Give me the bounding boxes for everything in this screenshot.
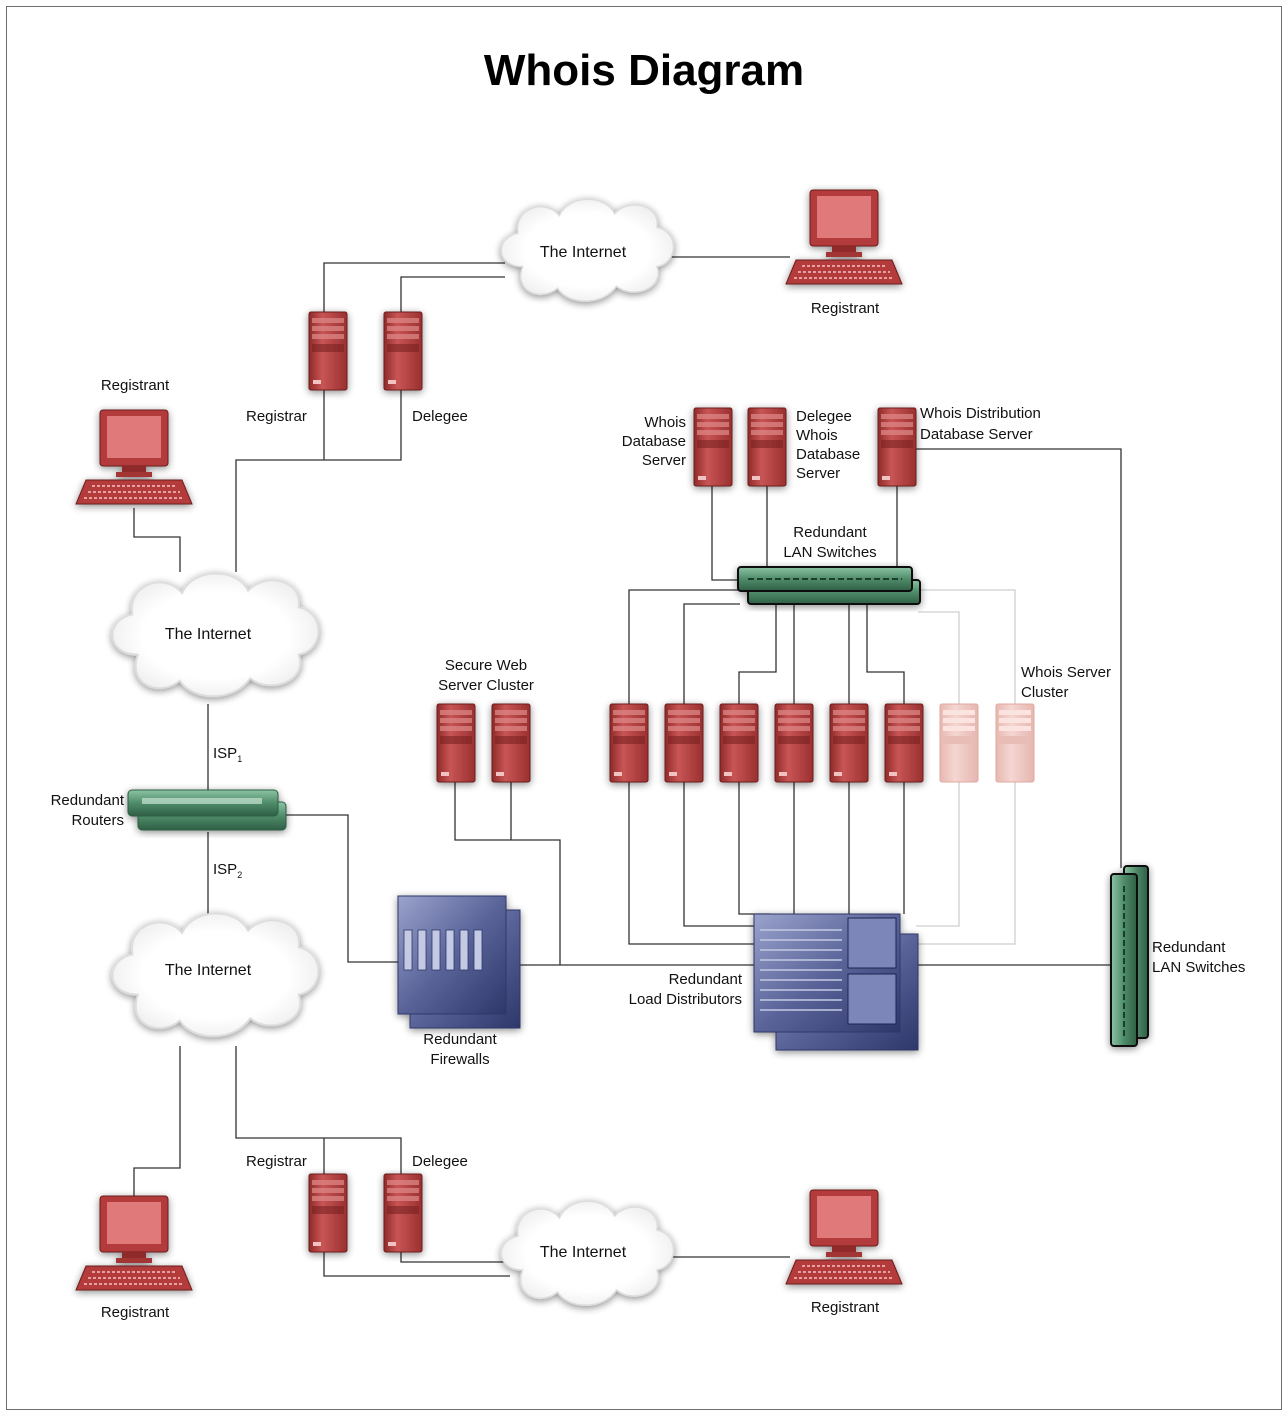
server-icon <box>829 703 869 783</box>
load-distributor-icon <box>753 913 919 1051</box>
server-icon <box>491 703 531 783</box>
server-icon <box>383 1173 423 1253</box>
whois-server-cluster-label: Whois Server Cluster <box>1021 664 1112 701</box>
internet-label: The Internet <box>164 962 252 979</box>
server-icon <box>308 311 348 391</box>
server-icon <box>693 407 733 487</box>
computer-icon <box>75 1195 193 1291</box>
internet-label: The Internet <box>539 1244 627 1261</box>
firewall-icon <box>397 895 521 1029</box>
isp2-label: ISP2 <box>213 861 243 880</box>
lan-switches-label: Redundant LAN Switches <box>783 524 877 561</box>
server-icon <box>664 703 704 783</box>
registrar-label: Registrar <box>246 1153 307 1170</box>
computer-icon <box>785 189 903 285</box>
routers-label: Redundant Routers <box>50 792 124 829</box>
computer-icon <box>785 1189 903 1285</box>
server-icon <box>609 703 649 783</box>
server-icon <box>877 407 917 487</box>
diagram-title: Whois Diagram <box>483 46 805 95</box>
load-distributors-label: Redundant Load Distributors <box>628 971 742 1008</box>
server-icon <box>747 407 787 487</box>
delegee-label: Delegee <box>412 1153 468 1170</box>
router-icon <box>127 789 287 831</box>
server-icon <box>383 311 423 391</box>
delegee-label: Delegee <box>412 408 468 425</box>
registrant-label: Registrant <box>100 377 170 394</box>
switch-icon <box>737 566 921 605</box>
whois-distribution-db-label: Whois Distribution Database Server <box>920 405 1041 443</box>
connection-lines <box>133 256 1122 1277</box>
registrant-label: Registrant <box>810 300 880 317</box>
delegee-whois-db-server-label: Delegee Whois Database Server <box>796 408 861 482</box>
server-icon <box>308 1173 348 1253</box>
server-icon <box>436 703 476 783</box>
server-icon <box>939 703 979 783</box>
firewalls-label: Redundant Firewalls <box>423 1031 497 1068</box>
whois-db-server-label: Whois Database Server <box>621 414 686 469</box>
server-icon <box>995 703 1035 783</box>
secure-web-cluster-label: Secure Web Server Cluster <box>438 657 534 694</box>
server-icon <box>774 703 814 783</box>
internet-label: The Internet <box>164 626 252 643</box>
switch-icon <box>1110 865 1149 1047</box>
internet-label: The Internet <box>539 244 627 261</box>
server-icon <box>719 703 759 783</box>
server-icon <box>884 703 924 783</box>
lan-switches-label: Redundant LAN Switches <box>1152 939 1246 976</box>
faded-connection-lines <box>916 589 1016 945</box>
registrar-label: Registrar <box>246 408 307 425</box>
isp1-label: ISP1 <box>213 745 243 764</box>
computer-icon <box>75 409 193 505</box>
registrant-label: Registrant <box>810 1299 880 1316</box>
registrant-label: Registrant <box>100 1304 170 1321</box>
